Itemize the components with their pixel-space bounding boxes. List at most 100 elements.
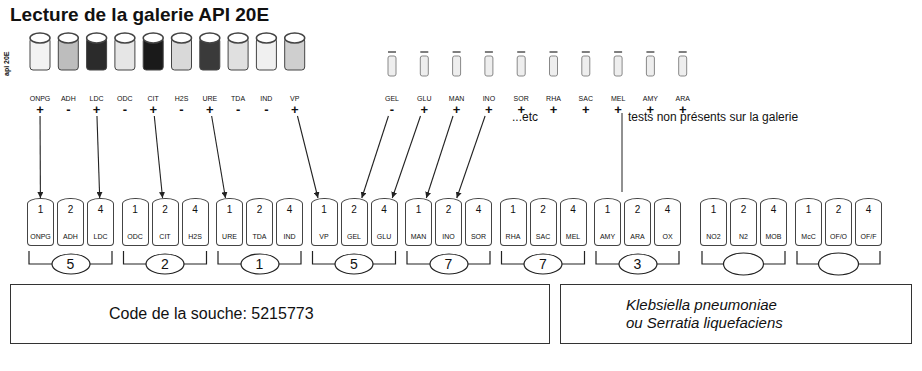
strain-code-box: Code de la souche: 5215773	[10, 284, 550, 344]
test-result: +	[149, 103, 157, 116]
weight-number: 2	[446, 204, 452, 216]
test-cell: 2INO	[435, 198, 462, 246]
test-result: +	[485, 103, 493, 116]
test-cupule-label: RHA+	[540, 94, 568, 116]
test-abbreviation: MEL	[566, 232, 580, 241]
weight-number: 1	[806, 204, 812, 216]
test-abbreviation: AMY	[600, 232, 615, 241]
etc-note: ...etc	[512, 111, 538, 124]
test-abbreviation: OX	[662, 232, 672, 241]
cupule-body	[679, 56, 687, 76]
weight-number: 1	[605, 204, 611, 216]
test-cell: 1AMY	[594, 198, 621, 246]
group-value-oval: 5	[51, 253, 91, 275]
cupule-top	[143, 33, 163, 43]
test-abbreviation: N2	[739, 232, 748, 241]
test-abbreviation: VP	[319, 232, 328, 241]
weight-number: 4	[192, 204, 198, 216]
weight-number: 4	[476, 204, 482, 216]
leader-connector	[39, 116, 40, 198]
cupule-top	[582, 51, 590, 53]
test-cupule-label: GLU+	[410, 94, 438, 116]
test-cupule-label: SAC+	[572, 94, 600, 116]
test-abbreviation: URE	[222, 232, 237, 241]
weight-number: 2	[162, 204, 168, 216]
test-name: MEL	[611, 94, 625, 103]
test-name: ADH	[61, 94, 76, 103]
group-sum: 1	[256, 256, 264, 272]
test-abbreviation: MAN	[411, 232, 427, 241]
test-abbreviation: INO	[442, 232, 454, 241]
test-name: ODC	[117, 94, 133, 103]
test-result: -	[123, 103, 127, 116]
test-cell: 2OF/O	[825, 198, 852, 246]
strain-code: Code de la souche: 5215773	[109, 304, 314, 324]
test-abbreviation: H2S	[188, 232, 202, 241]
test-cell: 4GLU	[371, 198, 398, 246]
test-name: INO	[483, 94, 495, 103]
test-name: MAN	[449, 94, 465, 103]
weight-number: 4	[771, 204, 777, 216]
test-cell: 2GEL	[341, 198, 368, 246]
test-abbreviation: TDA	[253, 232, 267, 241]
identification-box: Klebsiella pneumoniae ou Serratia liquef…	[560, 284, 912, 344]
cupule-top	[200, 33, 220, 43]
test-abbreviation: IND	[283, 232, 295, 241]
test-cell: 1URE	[216, 198, 243, 246]
cupule-top	[115, 33, 135, 43]
weight-number: 1	[321, 204, 327, 216]
test-abbreviation: CIT	[159, 232, 170, 241]
test-cupule-label: IND-	[252, 94, 280, 116]
test-cell: 1ONPG	[27, 198, 54, 246]
test-cupule-label: SOR+	[507, 94, 535, 116]
cupule-drawing	[420, 52, 428, 76]
test-name: TDA	[231, 94, 245, 103]
cupule-drawing	[256, 33, 276, 70]
group-value-oval: 3	[618, 253, 658, 275]
cupule-top	[285, 33, 305, 43]
oval-shape	[430, 254, 468, 274]
test-result: +	[206, 103, 214, 116]
cupule-drawing	[143, 33, 163, 70]
leader-connector	[362, 116, 389, 198]
test-cupule-label: ONPG+	[26, 94, 54, 116]
brand-mark: api 20E	[3, 51, 11, 76]
test-cupule-label: ADH-	[54, 94, 82, 116]
group-sum: 5	[350, 256, 358, 272]
group-sum: 5	[67, 256, 75, 272]
weight-number: 2	[836, 204, 842, 216]
test-name: ARA	[675, 94, 689, 103]
leader-connector	[426, 116, 453, 198]
test-abbreviation: GEL	[347, 232, 361, 241]
test-abbreviation: GLU	[377, 232, 391, 241]
weight-number: 4	[570, 204, 576, 216]
cupule-drawing	[172, 33, 192, 70]
group-value-oval: 2	[145, 253, 185, 275]
cupule-top	[172, 33, 192, 43]
test-cell: 2ARA	[624, 198, 651, 246]
test-name: RHA	[546, 94, 561, 103]
cupule-drawing	[485, 52, 493, 76]
test-result: +	[93, 103, 101, 116]
test-name: CIT	[148, 94, 159, 103]
test-cupule-label: TDA-	[224, 94, 252, 116]
cupule-top	[614, 51, 622, 53]
test-abbreviation: LDC	[93, 232, 107, 241]
test-cell: 4OX	[654, 198, 681, 246]
test-cupule-label: MEL+	[604, 94, 632, 116]
test-abbreviation: SAC	[536, 232, 550, 241]
organism-name: Klebsiella pneumoniae ou Serratia liquef…	[626, 296, 792, 332]
test-cell: 1NO2	[700, 198, 727, 246]
cupule-top	[646, 51, 654, 53]
cupule-top	[228, 33, 248, 43]
test-name: ONPG	[30, 94, 51, 103]
cupule-drawing	[285, 33, 305, 70]
cupule-drawing	[550, 52, 558, 76]
test-result: -	[179, 103, 183, 116]
cupule-drawing	[228, 33, 248, 70]
weight-number: 2	[635, 204, 641, 216]
group-sum: 7	[539, 256, 547, 272]
cupule-top	[679, 51, 687, 53]
test-abbreviation: ADH	[63, 232, 78, 241]
